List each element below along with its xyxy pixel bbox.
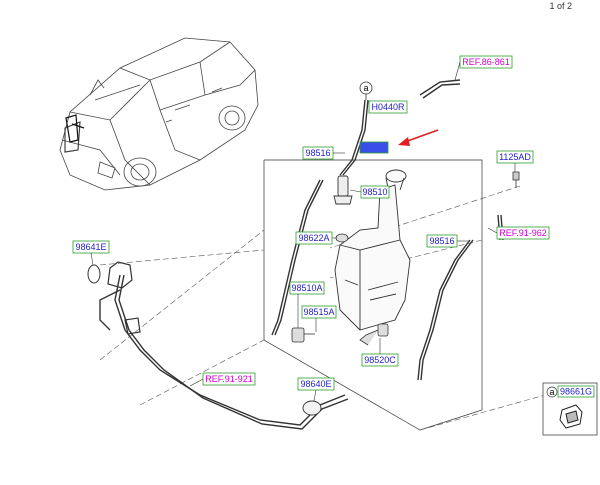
svg-text:98510A: 98510A: [291, 283, 322, 293]
page-indicator: 1 of 2: [549, 1, 572, 11]
part-98520c-label[interactable]: 98520C: [361, 338, 399, 367]
part-h0440r-label[interactable]: H0440R: [368, 100, 408, 114]
ref-91-962-label[interactable]: REF.91-962: [487, 226, 550, 240]
assembly-frame: [263, 159, 483, 431]
washer-hoses: [99, 79, 504, 430]
ref-86-861-label[interactable]: REF.86-861: [454, 55, 513, 81]
red-arrow-icon: [398, 129, 439, 146]
washer-pump: [333, 175, 353, 205]
callout-a-text: a: [363, 83, 368, 93]
vehicle-illustration: [59, 37, 259, 191]
svg-text:REF.91-962: REF.91-962: [499, 228, 547, 238]
part-98515a-label[interactable]: 98515A: [301, 305, 337, 332]
svg-text:98516: 98516: [429, 236, 454, 246]
svg-text:H0440R: H0440R: [371, 102, 405, 112]
svg-text:REF.91-921: REF.91-921: [205, 374, 253, 384]
grommet: [335, 233, 349, 243]
part-98640e-label[interactable]: 98640E: [297, 377, 335, 402]
svg-text:98641E: 98641E: [75, 242, 106, 252]
part-98510-top-label[interactable]: 98510: [349, 185, 390, 199]
inset-98661g[interactable]: a 98661G: [542, 382, 598, 436]
part-98641e-label[interactable]: 98641E: [72, 240, 110, 266]
part-98610-label[interactable]: 98610: [359, 141, 389, 154]
svg-text:98640E: 98640E: [300, 379, 331, 389]
level-sensor: [291, 323, 389, 346]
svg-text:98520C: 98520C: [364, 355, 396, 365]
callout-a-inset-text: a: [549, 387, 554, 397]
clip-ring: [87, 264, 101, 284]
part-98510a-label[interactable]: 98510A: [289, 281, 325, 328]
nozzle-bracket: [107, 261, 141, 335]
svg-text:98510: 98510: [362, 187, 387, 197]
nozzle-cap: [302, 400, 322, 416]
svg-text:1125AD: 1125AD: [499, 152, 531, 162]
clip-icon: [559, 404, 583, 429]
callout-a-top: a: [359, 81, 373, 100]
svg-text:98622A: 98622A: [298, 233, 329, 243]
vehicle-highlight-area: [65, 114, 85, 143]
svg-text:98610: 98610: [361, 143, 386, 153]
part-98661g-text: 98661G: [560, 387, 592, 397]
part-98516-right-label[interactable]: 98516: [426, 234, 470, 248]
part-1125ad-label[interactable]: 1125AD: [496, 150, 534, 172]
svg-text:98516: 98516: [305, 148, 330, 158]
svg-text:98515A: 98515A: [303, 307, 334, 317]
part-98622a-label[interactable]: 98622A: [295, 231, 336, 245]
bolt: [512, 171, 520, 188]
ref-91-921-label[interactable]: REF.91-921: [189, 372, 256, 387]
part-98516-top-label[interactable]: 98516: [302, 146, 345, 160]
svg-text:REF.86-861: REF.86-861: [462, 57, 510, 67]
washer-reservoir: [334, 169, 411, 331]
